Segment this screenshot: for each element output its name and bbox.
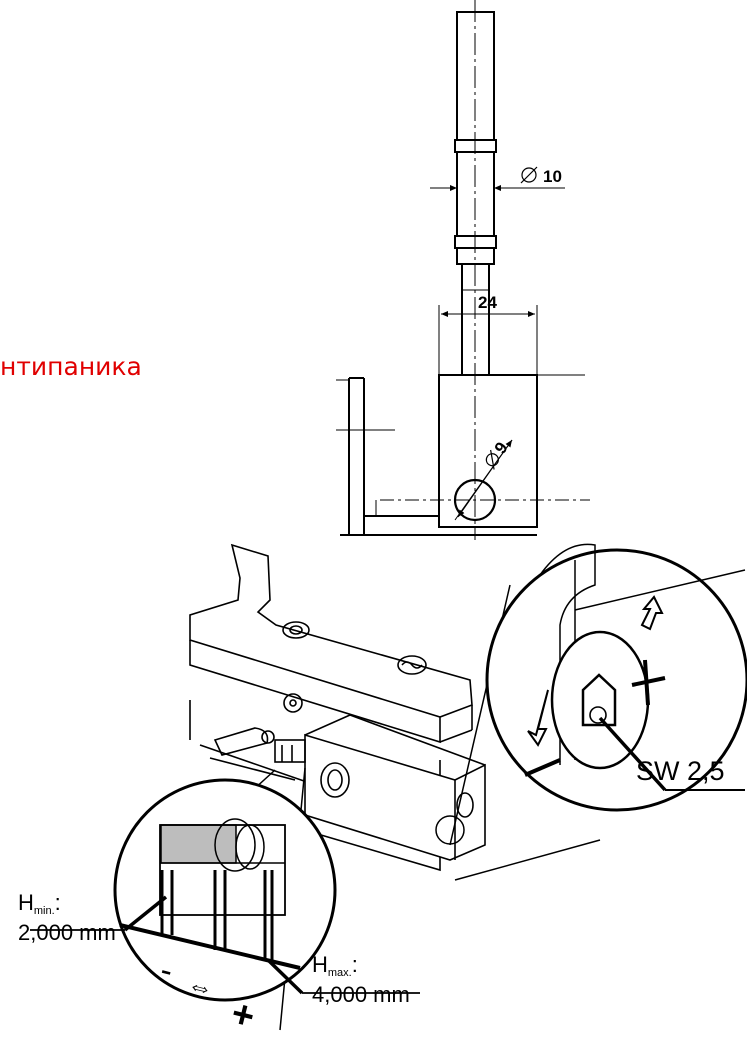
h-min-letter: H: [18, 890, 34, 915]
dim-diameter-10: 10: [543, 167, 562, 186]
screw-1: [282, 621, 310, 639]
svg-text:Hmax.:: Hmax.:: [312, 952, 358, 979]
dim-width-24: 24: [478, 293, 497, 312]
magnifier-scale: [30, 767, 420, 1031]
screw-2: [397, 655, 427, 675]
isometric-lock: [189, 543, 486, 872]
block: [438, 374, 538, 528]
h-max-value: 4,000 mm: [312, 982, 410, 1007]
orthographic-view: [336, 0, 590, 540]
h-min-sub: min.: [34, 905, 55, 917]
magnifier-wrench: [435, 543, 747, 881]
h-max-sub: max.: [328, 967, 352, 979]
h-min-value: 2,000 mm: [18, 920, 116, 945]
rod-collar: [456, 247, 495, 265]
diameter-symbol: [521, 167, 537, 183]
dim-diameter-9: 9: [485, 439, 512, 470]
h-max-label: Hmax.:: [312, 952, 358, 979]
svg-text:Hmin.:: Hmin.:: [18, 890, 61, 917]
h-min-label: Hmin.:: [18, 890, 61, 917]
h-max-letter: H: [312, 952, 328, 977]
screw-3: [283, 693, 303, 713]
side-label: нтипаника: [0, 352, 142, 381]
wrench-size-label: SW 2,5: [636, 756, 725, 786]
